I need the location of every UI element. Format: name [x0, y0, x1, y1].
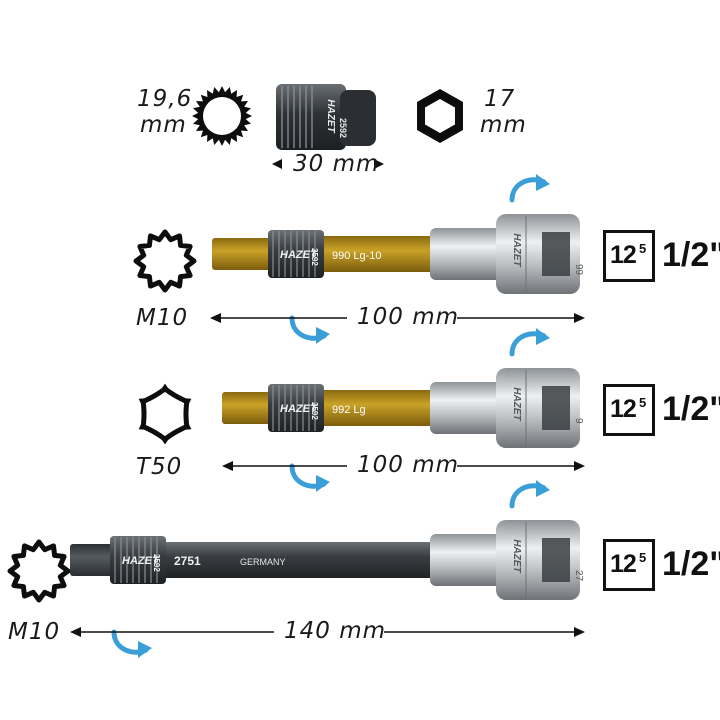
spline-size-number: 19,6: [137, 86, 193, 112]
drive-size-number: 12: [610, 550, 637, 578]
xzn-spline-icon: [4, 536, 74, 610]
socket-brand-mark: HAZET: [511, 233, 522, 267]
hex-size-unit: mm: [480, 112, 527, 138]
profile-label: T50: [136, 454, 183, 480]
drive-size-superscript: 5: [639, 550, 647, 565]
drive-fraction-label: 1/2": [662, 545, 720, 583]
length-dimension-line: [70, 627, 585, 637]
top-socket-drawing: HAZET 2592: [276, 84, 376, 150]
rotation-arrow-icon: [286, 308, 334, 346]
top-socket-number: 2592: [338, 118, 348, 138]
hex-profile-icon: [417, 89, 463, 143]
shank-part-mark: 990 Lg-10: [332, 250, 382, 262]
shank-part-mark: 2751: [174, 554, 201, 568]
rotation-arrow-icon: [286, 456, 334, 494]
shank-number-mark: 2592: [310, 402, 319, 420]
drive-fraction-label: 1/2": [662, 236, 720, 274]
drive-size-superscript: 5: [639, 395, 647, 410]
width-label: 30 mm: [293, 151, 380, 177]
length-label: 140 mm: [284, 618, 387, 644]
xzn-spline-icon: [130, 226, 200, 300]
drive-size-number: 12: [610, 241, 637, 269]
shank-number-mark: 2592: [310, 248, 319, 266]
socket-number-mark: 9: [573, 418, 584, 424]
rotation-arrow-icon: [506, 326, 554, 364]
shank-brand-mark: HAZET: [280, 403, 318, 415]
top-socket-brand: HAZET: [325, 99, 336, 133]
drive-size-number: 12: [610, 395, 637, 423]
rotation-arrow-icon: [108, 622, 156, 660]
socket-brand-mark: HAZET: [511, 539, 522, 573]
socket-brand-mark: HAZET: [511, 387, 522, 421]
socket-number-mark: 27: [573, 570, 584, 582]
shank-origin-mark: GERMANY: [240, 557, 286, 567]
length-dimension-line: [222, 461, 585, 471]
length-dimension-line: [210, 313, 585, 323]
shank-number-mark: 2592: [152, 554, 161, 572]
length-label: 100 mm: [357, 452, 460, 478]
rotation-arrow-icon: [506, 172, 554, 210]
spline-profile-icon: [192, 86, 252, 146]
hex-size-number: 17: [484, 86, 516, 112]
drive-fraction-label: 1/2": [662, 390, 720, 428]
width-dimension-arrows: [272, 159, 384, 169]
spline-size-unit: mm: [140, 112, 187, 138]
socket-number-mark: 99: [573, 264, 584, 276]
profile-label: M10: [8, 619, 61, 645]
shank-brand-mark: HAZET: [280, 249, 318, 261]
shank-part-mark: 992 Lg: [332, 404, 366, 416]
profile-label: M10: [136, 305, 189, 331]
rotation-arrow-icon: [506, 478, 554, 516]
shank-brand-mark: HAZET: [122, 555, 160, 567]
length-label: 100 mm: [357, 304, 460, 330]
torx-icon: [130, 379, 200, 453]
drive-size-superscript: 5: [639, 241, 647, 256]
